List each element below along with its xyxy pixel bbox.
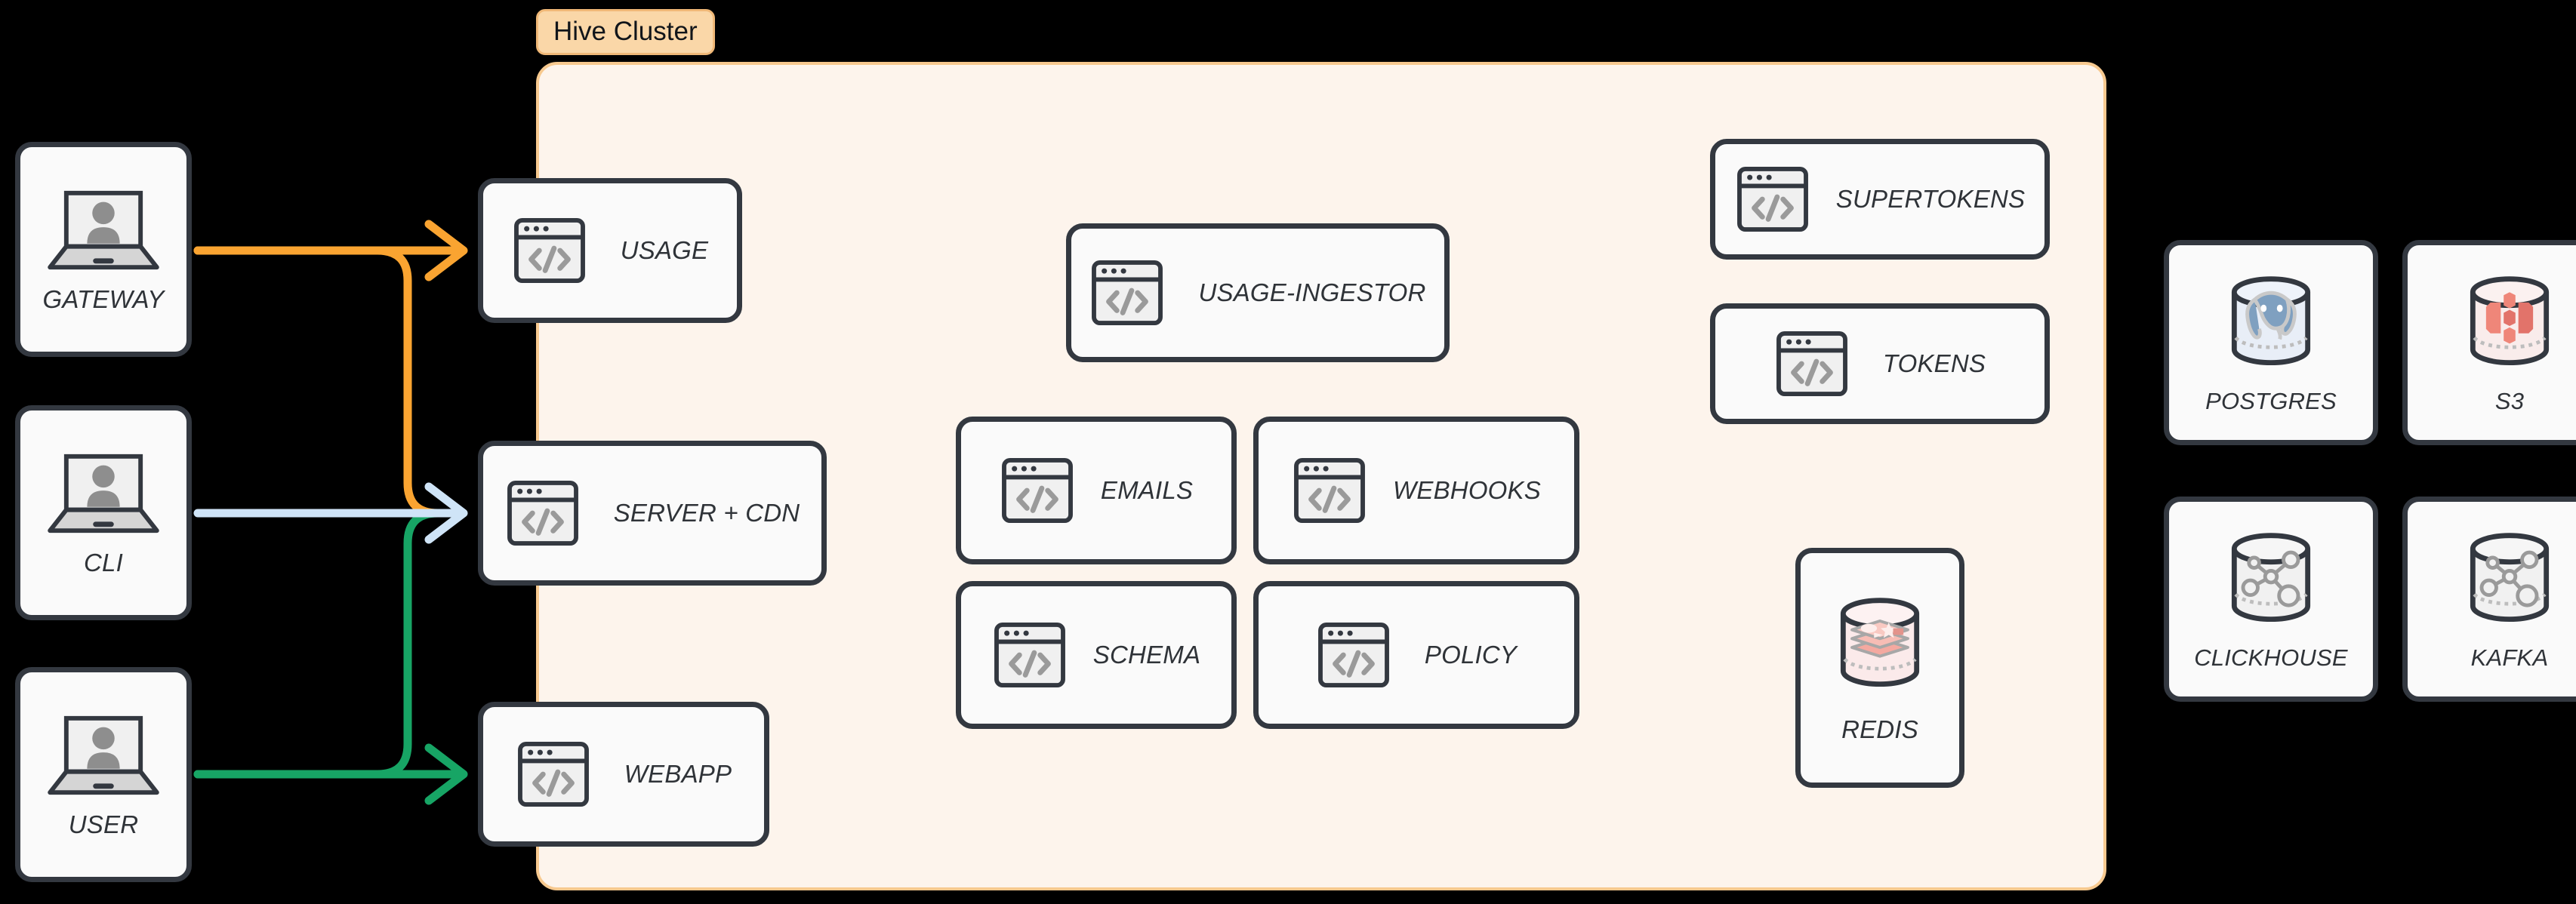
- client-node-gateway[interactable]: GATEWAY: [15, 142, 192, 357]
- graph-cylinder-icon: [2470, 533, 2550, 623]
- client-node-user[interactable]: USER: [15, 667, 192, 882]
- service-label: SUPERTOKENS: [1835, 185, 2026, 213]
- code-window-icon: [513, 217, 585, 284]
- datastore-label: CLICKHOUSE: [2194, 644, 2348, 671]
- service-label: POLICY: [1424, 641, 1518, 669]
- datastore-node-clickhouse[interactable]: CLICKHOUSE: [2164, 497, 2378, 702]
- code-window-icon: [517, 741, 589, 807]
- datastore-label: S3: [2494, 388, 2525, 414]
- datastore-node-s3[interactable]: S3: [2402, 240, 2576, 445]
- service-node-webhooks[interactable]: WEBHOOKS: [1253, 417, 1579, 564]
- s3-cylinder-icon: [2470, 276, 2550, 366]
- postgres-cylinder-icon: [2231, 276, 2311, 366]
- graph-cylinder-icon: [2231, 533, 2311, 623]
- hive-cluster-badge: Hive Cluster: [536, 9, 715, 55]
- code-window-icon: [1317, 622, 1389, 688]
- service-label: WEBHOOKS: [1393, 476, 1541, 504]
- code-window-icon: [994, 622, 1065, 688]
- client-label: GATEWAY: [42, 284, 165, 313]
- datastore-node-postgres[interactable]: POSTGRES: [2164, 240, 2378, 445]
- service-node-webapp[interactable]: WEBAPP: [478, 702, 769, 847]
- client-label: USER: [68, 810, 139, 838]
- datastore-label: KAFKA: [2470, 644, 2549, 671]
- service-node-policy[interactable]: POLICY: [1253, 581, 1579, 729]
- arrowhead-cli-server-cdn-icon: [424, 482, 468, 544]
- wire-user-to-server-cdn: [193, 509, 458, 779]
- wire-gateway-to-usage: [193, 246, 458, 518]
- datastore-label: POSTGRES: [2205, 388, 2337, 414]
- laptop-user-icon: [48, 190, 159, 269]
- service-label: EMAILS: [1100, 476, 1194, 504]
- arrowhead-user-webapp-icon: [424, 743, 468, 805]
- code-window-icon: [1001, 457, 1073, 524]
- code-window-icon: [1776, 331, 1847, 397]
- service-label: USAGE: [620, 236, 709, 264]
- datastore-label: REDIS: [1841, 715, 1918, 743]
- arrowhead-gateway-usage-icon: [424, 220, 468, 281]
- code-window-icon: [1294, 457, 1365, 524]
- client-label: CLI: [84, 548, 123, 577]
- service-node-server-cdn[interactable]: SERVER + CDN: [478, 441, 827, 586]
- service-label: SCHEMA: [1092, 641, 1201, 669]
- laptop-user-icon: [48, 715, 159, 795]
- code-window-icon: [1736, 166, 1808, 232]
- redis-cylinder-icon: [1840, 598, 1920, 687]
- service-node-emails[interactable]: EMAILS: [956, 417, 1237, 564]
- client-node-cli[interactable]: CLI: [15, 405, 192, 620]
- service-label: SERVER + CDN: [613, 499, 800, 527]
- laptop-user-icon: [48, 454, 159, 533]
- code-window-icon: [1092, 260, 1163, 326]
- service-node-supertokens[interactable]: SUPERTOKENS: [1710, 139, 2050, 260]
- datastore-node-kafka[interactable]: KAFKA: [2402, 497, 2576, 702]
- service-node-usage-ingestor[interactable]: USAGE-INGESTOR: [1066, 223, 1450, 362]
- service-label: USAGE-INGESTOR: [1198, 278, 1426, 306]
- service-node-usage[interactable]: USAGE: [478, 178, 742, 323]
- service-label: WEBAPP: [624, 760, 732, 788]
- service-node-tokens[interactable]: TOKENS: [1710, 303, 2050, 424]
- datastore-node-redis[interactable]: REDIS: [1795, 548, 1964, 788]
- service-node-schema[interactable]: SCHEMA: [956, 581, 1237, 729]
- code-window-icon: [507, 480, 578, 546]
- service-label: TOKENS: [1882, 349, 1986, 377]
